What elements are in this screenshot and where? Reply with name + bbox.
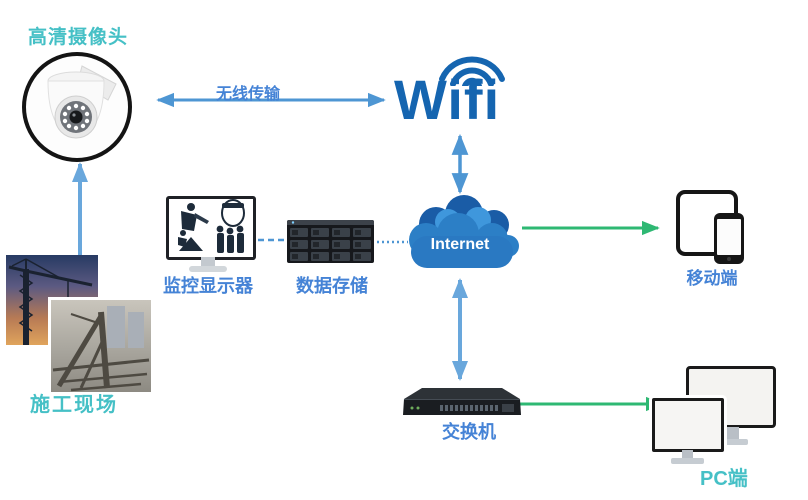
pc-label: PC端	[700, 468, 748, 490]
crane-drawing	[8, 258, 93, 345]
monitor-label: 监控显示器	[163, 276, 253, 296]
mobile-label: 移动端	[686, 269, 738, 288]
pc-small-stand-neck	[682, 450, 693, 459]
pc-large-stand-neck	[726, 427, 739, 440]
phone-icon	[714, 213, 744, 264]
switch-icon	[403, 388, 521, 415]
switch-label: 交换机	[442, 422, 496, 442]
internet-label: Internet	[431, 236, 490, 253]
monitor-stand-neck	[201, 257, 215, 268]
server-icon	[287, 220, 374, 263]
server-drawing	[287, 220, 374, 263]
pc-small-stand-base	[671, 458, 704, 464]
wireless-label: 无线传输	[215, 86, 280, 103]
storage-label: 数据存储	[296, 276, 368, 296]
camera-icon	[22, 52, 132, 162]
phone-screen	[717, 219, 741, 255]
worker-silhouettes	[178, 199, 245, 253]
site-photo-construction	[48, 297, 151, 392]
construction-drawing	[52, 306, 150, 392]
ptz-camera-drawing	[47, 65, 117, 139]
pc-monitor-small-icon	[652, 398, 724, 452]
camera-label: 高清摄像头	[28, 27, 129, 48]
site-label: 施工现场	[30, 394, 118, 416]
internet-cloud-icon: Internet	[409, 195, 519, 268]
pc-large-stand-base	[716, 439, 748, 445]
wifi-logo: Wifi	[394, 68, 501, 131]
monitor-icon	[166, 196, 256, 260]
monitor-stand-base	[189, 266, 227, 272]
wifi-signal-icon	[439, 56, 505, 86]
phone-home-button	[727, 257, 731, 261]
